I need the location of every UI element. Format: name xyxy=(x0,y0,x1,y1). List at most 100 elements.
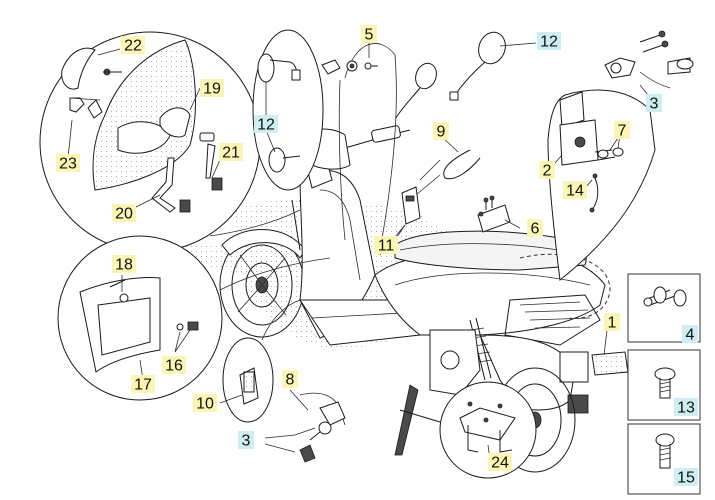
callout-highlight xyxy=(162,356,186,374)
part10-detail xyxy=(222,299,301,423)
callout-highlight xyxy=(219,143,243,161)
kickstand xyxy=(394,384,419,456)
mirror-right-top xyxy=(478,31,506,65)
callout-highlight xyxy=(193,394,217,412)
panel-keys xyxy=(627,273,701,343)
callout-highlight xyxy=(604,313,620,331)
callout-number: 6 xyxy=(531,221,540,238)
callout-c11: 11 xyxy=(374,236,398,255)
callout-highlight xyxy=(537,32,561,50)
callout-number: 3 xyxy=(242,433,251,450)
callout-highlight xyxy=(361,25,377,43)
callout-number: 19 xyxy=(203,81,221,98)
callout-c19: 19 xyxy=(200,79,224,98)
callout-c21: 21 xyxy=(219,143,243,162)
lock-cylinder-detail xyxy=(299,392,346,463)
left-mirror-detail xyxy=(252,29,324,191)
callout-number: 13 xyxy=(677,400,695,417)
callout-number: 22 xyxy=(124,38,142,55)
callout-c23: 23 xyxy=(56,154,80,173)
callout-number: 16 xyxy=(165,358,183,375)
callout-c20: 20 xyxy=(112,204,136,223)
callout-highlight xyxy=(539,161,555,179)
key-icon xyxy=(653,286,667,304)
panel-screw-15 xyxy=(627,423,701,495)
bolt-head-icon xyxy=(655,433,675,447)
callout-c9: 9 xyxy=(433,122,449,141)
callout-highlight xyxy=(254,115,278,133)
callout-number: 18 xyxy=(115,257,133,274)
callout-highlight xyxy=(282,370,298,388)
callout-number: 23 xyxy=(59,156,77,173)
callout-c3b: 3 xyxy=(238,431,254,450)
callout-c2: 2 xyxy=(539,161,555,180)
rear-cover xyxy=(79,277,161,373)
callout-c24: 24 xyxy=(488,453,512,472)
callout-c3a: 3 xyxy=(646,94,662,113)
callout-highlight xyxy=(433,122,449,140)
part5-detail xyxy=(321,43,397,251)
callout-labels: 22 19 23 21 20 12 5 12 3 7 2 14 9 11 6 18 16 17 10 8 3 1 24 4 13… xyxy=(56,25,698,487)
callout-c8: 8 xyxy=(282,370,298,389)
callout-number: 21 xyxy=(222,145,240,162)
callout-number: 24 xyxy=(491,455,509,472)
callout-highlight xyxy=(527,219,543,237)
callout-highlight xyxy=(374,236,398,254)
screw-head-icon xyxy=(654,367,676,381)
callout-c4: 4 xyxy=(682,325,698,344)
callout-highlight xyxy=(682,325,698,343)
callout-highlight xyxy=(563,181,587,199)
callout-highlight xyxy=(200,79,224,97)
callout-number: 5 xyxy=(365,27,374,44)
callout-c18: 18 xyxy=(112,255,136,274)
callout-c12a: 12 xyxy=(254,115,278,134)
callout-c10: 10 xyxy=(193,394,217,413)
callout-number: 10 xyxy=(196,396,214,413)
windscreen xyxy=(92,39,196,191)
callout-highlight xyxy=(674,468,698,486)
callout-highlight xyxy=(131,375,155,393)
callout-number: 7 xyxy=(618,123,627,140)
mirror-head xyxy=(257,53,275,83)
reflector xyxy=(591,351,629,376)
callout-number: 20 xyxy=(115,206,133,223)
screen-bracket xyxy=(61,47,96,90)
callout-number: 12 xyxy=(540,34,558,51)
leader-lines xyxy=(67,40,653,461)
mirror-right-mid xyxy=(415,62,437,90)
callout-c16: 16 xyxy=(162,356,186,375)
callout-c22: 22 xyxy=(121,36,145,55)
callout-c17: 17 xyxy=(131,375,155,394)
callout-highlight xyxy=(488,453,512,471)
callout-number: 8 xyxy=(286,372,295,389)
callout-number: 11 xyxy=(378,238,395,255)
bracket-11 xyxy=(379,186,421,256)
callout-highlight xyxy=(238,431,254,449)
callout-number: 15 xyxy=(677,470,695,487)
windscreen-mount-left xyxy=(151,157,176,213)
callout-c15: 15 xyxy=(674,468,698,487)
callout-highlight xyxy=(121,36,145,54)
plate-6 xyxy=(477,195,511,233)
cable xyxy=(443,149,481,180)
windscreen-mount-right xyxy=(205,143,216,179)
callout-highlight xyxy=(112,204,136,222)
callout-number: 12 xyxy=(257,117,275,134)
callout-number: 14 xyxy=(566,183,584,200)
ignition-lock xyxy=(604,30,694,89)
callout-c13: 13 xyxy=(674,398,698,417)
callout-c6: 6 xyxy=(527,219,543,238)
luggage-rack xyxy=(504,294,601,346)
callout-c12b: 12 xyxy=(537,32,561,51)
callout-number: 4 xyxy=(686,327,695,344)
callout-highlight xyxy=(646,94,662,112)
callout-c7: 7 xyxy=(614,121,630,140)
callout-number: 1 xyxy=(608,315,617,332)
callout-c5: 5 xyxy=(361,25,377,44)
callout-number: 2 xyxy=(543,163,552,180)
callout-number: 3 xyxy=(650,96,659,113)
callout-c1: 1 xyxy=(604,313,620,332)
callout-number: 9 xyxy=(437,124,446,141)
right-mirrors xyxy=(395,31,506,119)
